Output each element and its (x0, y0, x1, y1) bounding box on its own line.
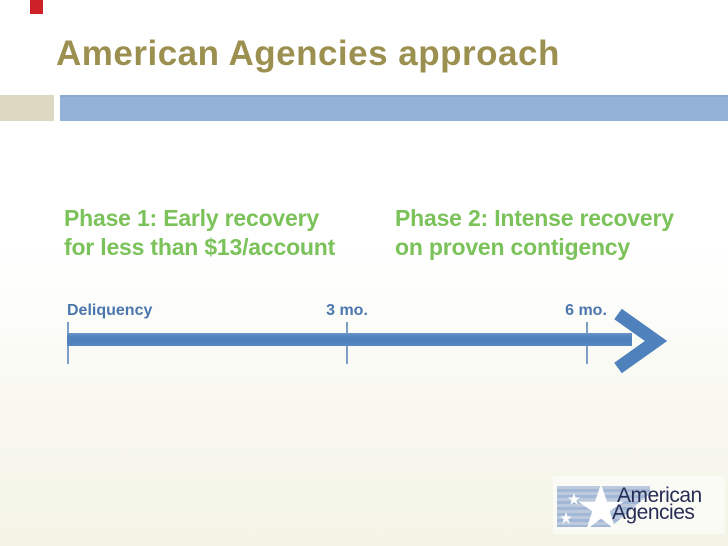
phase1-line1: Phase 1: Early recovery (64, 205, 319, 231)
timeline-label-deliquency: Deliquency (67, 302, 153, 319)
phase2-line2: on proven contigency (395, 234, 630, 260)
logo-text-line2: Agencies (612, 501, 695, 524)
timeline-arrow-icon (614, 308, 668, 374)
timeline-label-6mo: 6 mo. (565, 302, 607, 319)
timeline-label-3mo: 3 mo. (326, 302, 368, 319)
phase2-line1: Phase 2: Intense recovery (395, 205, 674, 231)
timeline-bar (67, 333, 632, 346)
accent-bar (60, 95, 728, 121)
red-accent-mark (30, 0, 43, 14)
phase1-heading: Phase 1: Early recovery for less than $1… (64, 204, 394, 262)
logo-text-line1: American (617, 484, 702, 507)
accent-square (0, 95, 54, 121)
company-logo: American Agencies (553, 476, 725, 534)
phase1-line2: for less than $13/account (64, 234, 336, 260)
phase2-heading: Phase 2: Intense recovery on proven cont… (395, 204, 725, 262)
slide-title: American Agencies approach (56, 34, 560, 73)
